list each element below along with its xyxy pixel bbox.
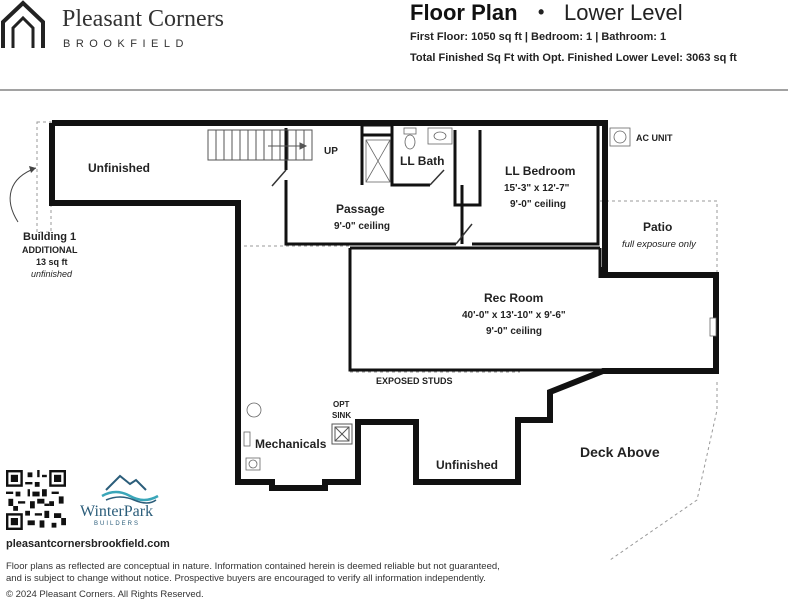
window-mark bbox=[709, 317, 717, 337]
winterpark-logo-icon bbox=[101, 474, 159, 504]
interior-walls bbox=[284, 123, 716, 372]
rec-room-dimensions: 40'-0" x 13'-10" x 9'-6" bbox=[462, 310, 566, 321]
deck-above-label: Deck Above bbox=[580, 444, 660, 460]
builder-name: WinterPark bbox=[80, 503, 154, 520]
house-logo-icon bbox=[1, 0, 45, 48]
floor-info-line-1: First Floor: 1050 sq ft | Bedroom: 1 | B… bbox=[410, 31, 667, 43]
ac-unit-icon bbox=[609, 127, 631, 147]
copyright-notice: © 2024 Pleasant Corners. All Rights Rese… bbox=[6, 589, 204, 600]
building-area: 13 sq ft bbox=[36, 257, 68, 267]
door-swings bbox=[271, 169, 473, 245]
room-label-passage: Passage bbox=[336, 202, 385, 216]
shower-icon bbox=[365, 139, 391, 183]
disclaimer-line-1: Floor plans as reflected are conceptual … bbox=[6, 561, 500, 572]
stairs-up-label: UP bbox=[324, 146, 338, 157]
floor-info-line-2: Total Finished Sq Ft with Opt. Finished … bbox=[410, 52, 737, 64]
builder-subtitle: BUILDERS bbox=[94, 521, 141, 527]
room-label-unfinished-top: Unfinished bbox=[88, 161, 150, 175]
disclaimer-line-2: and is subject to change without notice.… bbox=[6, 573, 486, 584]
exterior-walls bbox=[49, 120, 719, 491]
qr-code bbox=[6, 470, 66, 530]
building-title: Building 1 bbox=[23, 231, 76, 243]
rec-room-ceiling: 9'-0" ceiling bbox=[486, 326, 542, 337]
website-link[interactable]: pleasantcornersbrookfield.com bbox=[6, 538, 170, 550]
page-title: Floor Plan bbox=[410, 0, 518, 25]
toilet-icon bbox=[403, 127, 417, 150]
brand-subtitle: BROOKFIELD bbox=[63, 38, 189, 50]
mechanical-equipment bbox=[243, 402, 262, 471]
exposed-studs-label: EXPOSED STUDS bbox=[376, 376, 453, 386]
ac-unit-label: AC UNIT bbox=[636, 133, 673, 143]
room-label-ll-bedroom: LL Bedroom bbox=[505, 164, 575, 178]
sink-label: SINK bbox=[332, 411, 351, 420]
vanity-sink-icon bbox=[427, 127, 453, 145]
room-label-ll-bath: LL Bath bbox=[400, 154, 444, 168]
sink-icon bbox=[331, 423, 353, 445]
ll-bedroom-ceiling: 9'-0" ceiling bbox=[510, 199, 566, 210]
room-label-rec-room: Rec Room bbox=[484, 291, 543, 305]
building-pointer-arrow bbox=[9, 167, 37, 223]
room-label-unfinished-bottom: Unfinished bbox=[436, 458, 498, 472]
ll-bedroom-dimensions: 15'-3" x 12'-7" bbox=[504, 183, 570, 194]
room-label-mechanicals: Mechanicals bbox=[255, 437, 327, 451]
floor-level: Lower Level bbox=[564, 0, 683, 25]
room-label-patio: Patio bbox=[643, 220, 672, 234]
building-additional: ADDITIONAL bbox=[22, 245, 78, 255]
title-separator: • bbox=[538, 2, 545, 22]
building-note: unfinished bbox=[31, 269, 73, 279]
passage-ceiling: 9'-0" ceiling bbox=[334, 221, 390, 232]
opt-label: OPT bbox=[333, 400, 350, 409]
arrow-head bbox=[29, 166, 36, 173]
patio-note: full exposure only bbox=[622, 239, 697, 250]
brand-name: Pleasant Corners bbox=[62, 6, 224, 32]
staircase bbox=[207, 129, 313, 161]
